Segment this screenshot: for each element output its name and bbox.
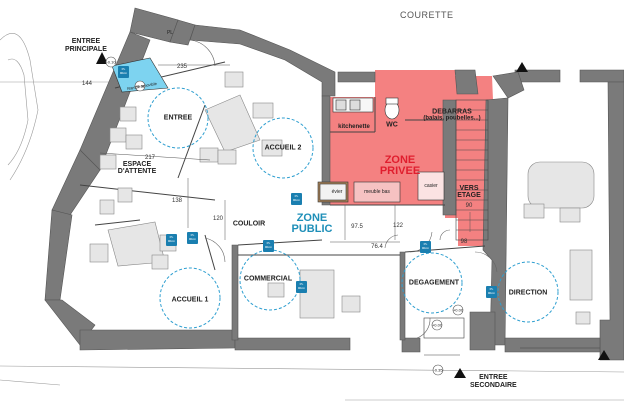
dimension-lines <box>99 64 471 243</box>
entrance-arrows <box>96 52 610 378</box>
accessibility-badge: PL 90cm <box>486 286 497 298</box>
badge-text: PL 90cm <box>188 233 197 241</box>
dim-235: 235 <box>176 64 188 70</box>
badge-text: PL 90cm <box>292 194 301 202</box>
storage-label: casier <box>424 183 438 189</box>
walls <box>44 7 624 361</box>
level-right: +0.00 <box>431 322 443 328</box>
secondary-entrance-line2: SECONDAIRE <box>470 382 517 389</box>
zone-public-line1: ZONE <box>296 212 328 224</box>
level-degagement: +0.00 <box>452 307 464 313</box>
level-bottom: -0.35 <box>433 367 443 373</box>
room-direction[interactable]: DIRECTION <box>508 289 548 297</box>
pl-top-label: PL <box>166 30 174 36</box>
secondary-entrance-line1: ENTREE <box>479 374 508 381</box>
main-entrance-label: ENTREE PRINCIPALE <box>65 38 107 54</box>
room-degagement[interactable]: DEGAGEMENT <box>408 279 460 287</box>
dim-90: 90 <box>465 203 473 209</box>
room-espace-attente[interactable]: ESPACE D'ATTENTE <box>118 161 156 175</box>
room-accueil-1[interactable]: ACCUEIL 1 <box>171 296 209 304</box>
dim-97-5: 97.5 <box>351 224 363 230</box>
room-vers-etage[interactable]: VERS ETAGE <box>457 185 481 199</box>
dim-122: 122 <box>392 223 404 229</box>
accessibility-badge: PL 90cm <box>166 234 177 246</box>
dim-144: 144 <box>81 81 93 87</box>
accessibility-badge: PL 90cm <box>263 240 274 252</box>
level-markers <box>105 56 464 376</box>
main-entrance-line1: ENTREE <box>71 38 101 45</box>
turning-circles <box>147 87 559 329</box>
street-label: COURETTE <box>400 10 454 20</box>
main-entrance-line2: PRINCIPALE <box>65 46 107 53</box>
badge-text: PL 90cm <box>119 67 128 75</box>
room-accueil-2[interactable]: ACCUEIL 2 <box>264 144 302 152</box>
debarras-line2: (balais, poubelles...) <box>423 115 481 122</box>
dim-120: 120 <box>212 216 224 222</box>
room-debarras[interactable]: DEBARRAS (balais, poubelles...) <box>423 109 480 122</box>
badge-text: PL 90cm <box>487 287 496 295</box>
badge-text: PL 90cm <box>421 242 430 250</box>
dim-217: 217 <box>144 155 156 161</box>
room-kitchenette[interactable]: kitchenette <box>338 124 370 130</box>
cabinet-label: meuble bas <box>364 189 390 195</box>
zone-private-line1: ZONE <box>384 154 416 166</box>
espace-attente-line2: D'ATTENTE <box>117 168 157 175</box>
context-lines <box>0 33 624 401</box>
kitchen-fixtures <box>317 97 445 203</box>
dim-98: 98 <box>460 239 468 245</box>
room-entree[interactable]: ENTREE <box>163 114 193 122</box>
espace-attente-line1: ESPACE <box>122 161 152 168</box>
accessibility-badge: PL 90cm <box>291 193 302 205</box>
accessibility-badge: PL 90cm <box>187 232 198 244</box>
debarras-line1: DEBARRAS <box>432 108 472 116</box>
door-swings <box>189 39 498 339</box>
zone-public-label: ZONE PUBLIC <box>292 213 333 235</box>
vers-etage-line1: VERS <box>459 185 479 192</box>
room-couloir[interactable]: COULOIR <box>232 220 266 228</box>
badge-text: PL 90cm <box>297 282 306 290</box>
zone-private-line2: PRIVEE <box>379 165 421 177</box>
furniture <box>89 71 595 325</box>
level-entry: +0.00 <box>134 83 146 89</box>
secondary-entrance-marks <box>423 317 600 356</box>
accessibility-badge: PL 90cm <box>118 66 129 78</box>
zone-public-line2: PUBLIC <box>291 223 333 235</box>
room-commercial[interactable]: COMMERCIAL <box>243 275 293 283</box>
vers-etage-line2: ETAGE <box>457 192 481 199</box>
accessibility-badge: PL 90cm <box>296 281 307 293</box>
staircase <box>455 99 489 241</box>
zone-private-label: ZONE PRIVEE <box>380 155 420 177</box>
badge-text: PL 90cm <box>167 235 176 243</box>
dim-76-4: 76.4 <box>371 244 383 250</box>
dim-138: 138 <box>171 198 183 204</box>
level-top: -0.10 <box>106 59 116 65</box>
secondary-entrance-label: ENTREE SECONDAIRE <box>470 374 517 390</box>
room-wc[interactable]: WC <box>386 121 398 129</box>
sink-label: évier <box>331 189 343 195</box>
badge-text: PL 90cm <box>264 241 273 249</box>
accessibility-badge: PL 90cm <box>420 241 431 253</box>
